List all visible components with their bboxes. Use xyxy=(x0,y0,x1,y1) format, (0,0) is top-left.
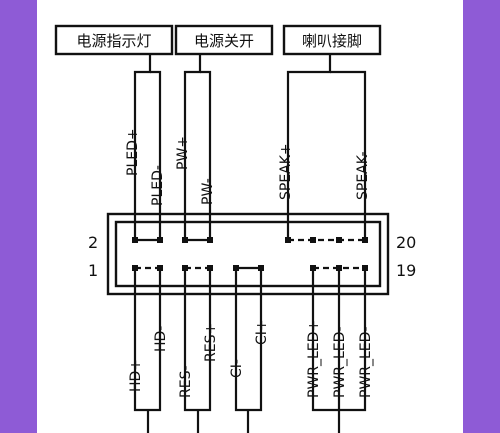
header-pins-top-row xyxy=(132,237,368,243)
pin-label-pwr-led-plus: PWR_LED+ xyxy=(306,320,322,398)
pin-label-hd-minus: HD- xyxy=(153,326,169,352)
pin-label-res-minus: RES- xyxy=(178,365,194,398)
upper-wiring xyxy=(133,54,367,240)
power-switch-group-label: 电源关开 xyxy=(194,32,254,50)
pin-label-res-plus: RES+ xyxy=(203,323,219,362)
power-led-group-label: 电源指示灯 xyxy=(76,32,151,50)
pin-label-pw-plus: PW+ xyxy=(175,136,191,170)
header-pin xyxy=(362,237,368,243)
lower-wiring xyxy=(133,268,367,433)
pin-label-pwr-led-minus-1: PWR_LED- xyxy=(332,327,348,399)
pin-label-pled-minus: PLED- xyxy=(150,165,166,206)
pin-label-ci-minus: CI- xyxy=(229,359,245,378)
power-switch-group-box xyxy=(174,24,274,56)
pin-number-1: 1 xyxy=(88,261,98,280)
speaker-group-box xyxy=(282,24,382,56)
pin-label-pled-plus: PLED+ xyxy=(125,128,141,176)
power-led-group-box xyxy=(54,24,174,56)
pin-number-19: 19 xyxy=(396,261,416,280)
pin-label-speak-plus: SPEAK+ xyxy=(278,143,294,200)
header-block-inner xyxy=(114,220,382,288)
pin-number-2: 2 xyxy=(88,233,98,252)
header-pins-bottom-row xyxy=(132,265,368,271)
pin-label-ci-plus: CI+ xyxy=(254,319,270,345)
pin-label-speak-minus: SPEAK- xyxy=(355,151,371,200)
pin-label-hd-plus: HD+ xyxy=(128,359,144,392)
pin-label-pw-minus: PW- xyxy=(200,178,216,205)
pin-label-pwr-led-minus-2: PWR_LED- xyxy=(358,327,374,399)
pin-number-20: 20 xyxy=(396,233,416,252)
speaker-group-label: 喇叭接脚 xyxy=(302,32,362,50)
header-block-outer xyxy=(106,212,390,296)
